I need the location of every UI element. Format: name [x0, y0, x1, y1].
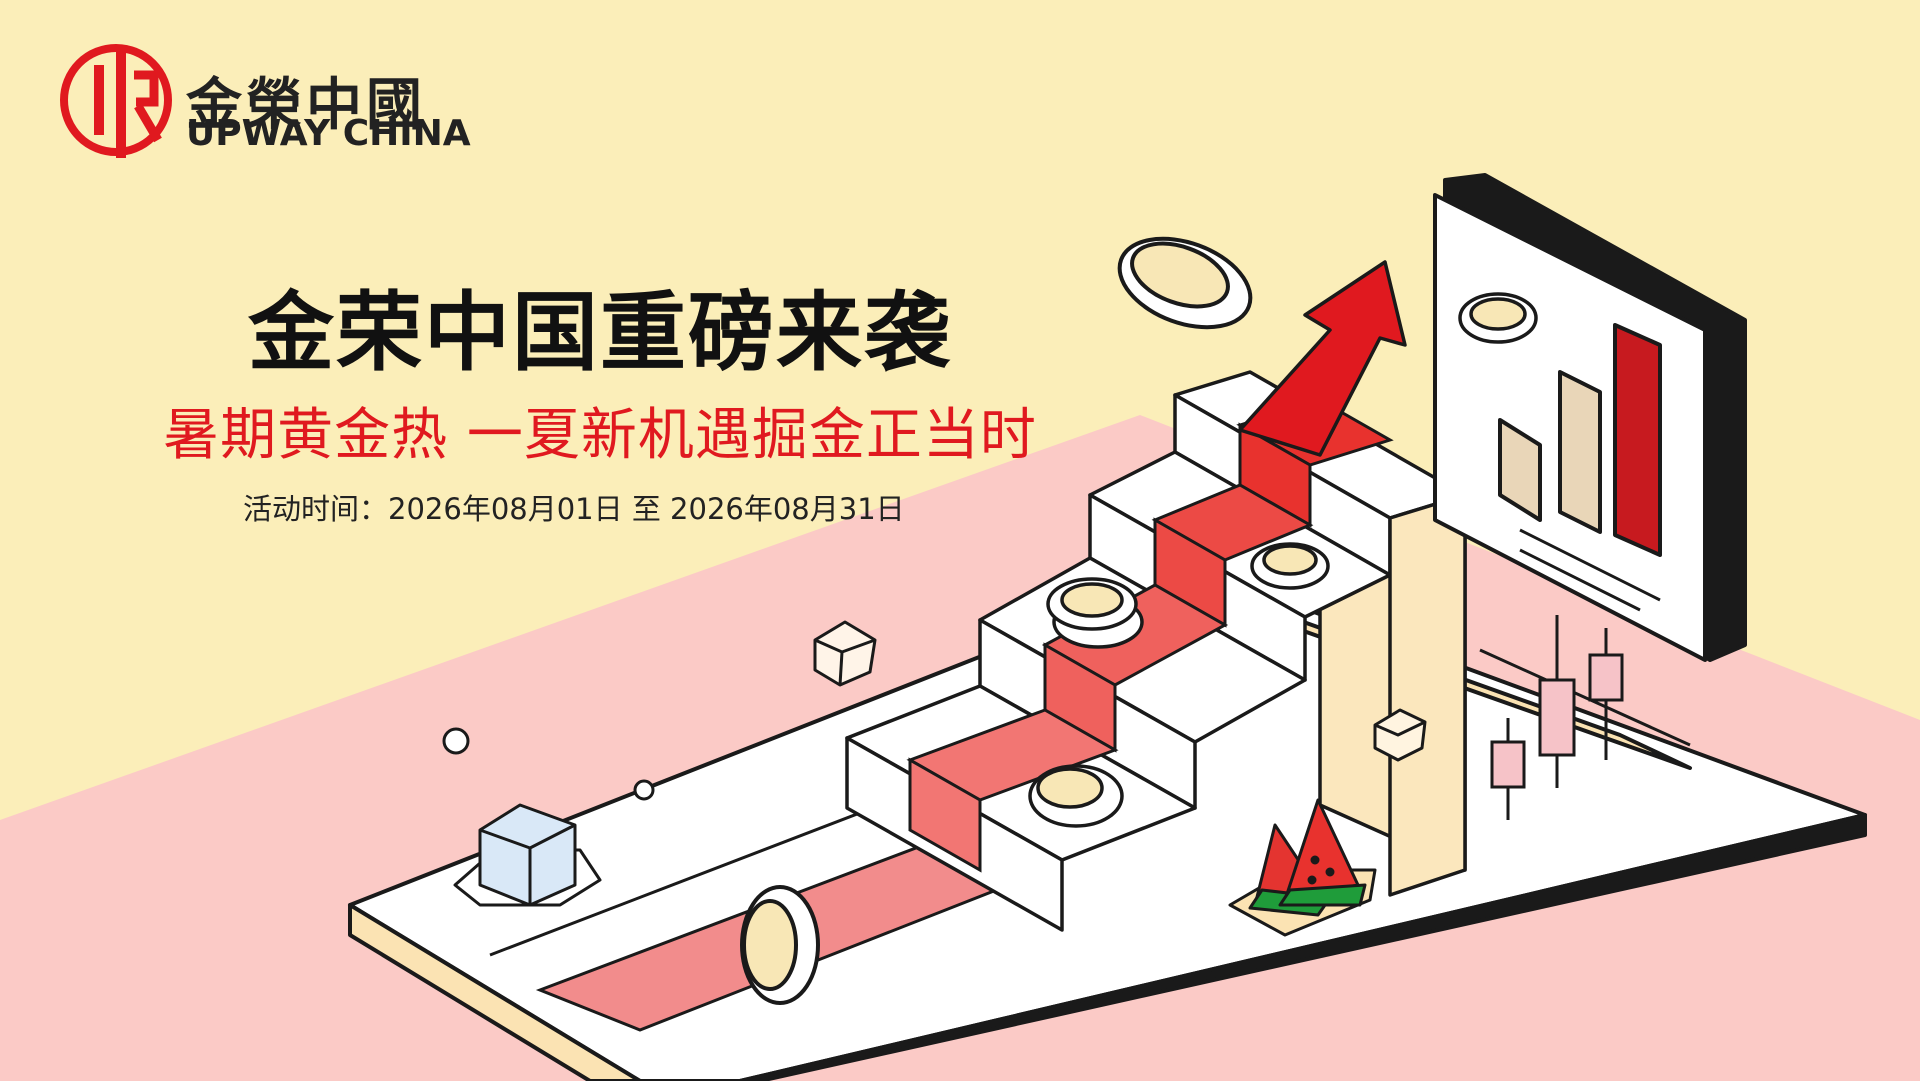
bar-chart-board-icon: [1433, 173, 1747, 662]
brand-name-cn: 金榮中國: [186, 73, 426, 138]
bubble: [633, 779, 655, 801]
headline: 金荣中国重磅来袭: [248, 283, 952, 383]
coin-icon: [1458, 292, 1538, 344]
watermelon-icon: [1228, 798, 1377, 937]
ice-cube-icon: [1373, 708, 1427, 762]
brand-name-en: UPWAY CHINA: [186, 113, 471, 154]
ice-cube-icon: [453, 803, 602, 907]
coin-icon: [1046, 577, 1144, 649]
bubble: [442, 727, 470, 755]
candlestick-icon: [1490, 615, 1624, 820]
activity-period: 活动时间：2026年08月01日 至 2026年08月31日: [243, 486, 905, 528]
ice-cube-icon: [813, 620, 877, 687]
logo-mark: [60, 44, 172, 158]
coin-icon: [1028, 764, 1124, 828]
coin-icon: [1250, 542, 1330, 590]
rising-arrow-icon: [1238, 260, 1407, 457]
coin-icon: [740, 885, 820, 1005]
period-value: 2026年08月01日 至 2026年08月31日: [388, 492, 905, 526]
period-label: 活动时间：: [243, 492, 389, 526]
subline: 暑期黄金热 一夏新机遇掘金正当时: [163, 403, 1037, 468]
coin-icon: [1117, 236, 1253, 330]
